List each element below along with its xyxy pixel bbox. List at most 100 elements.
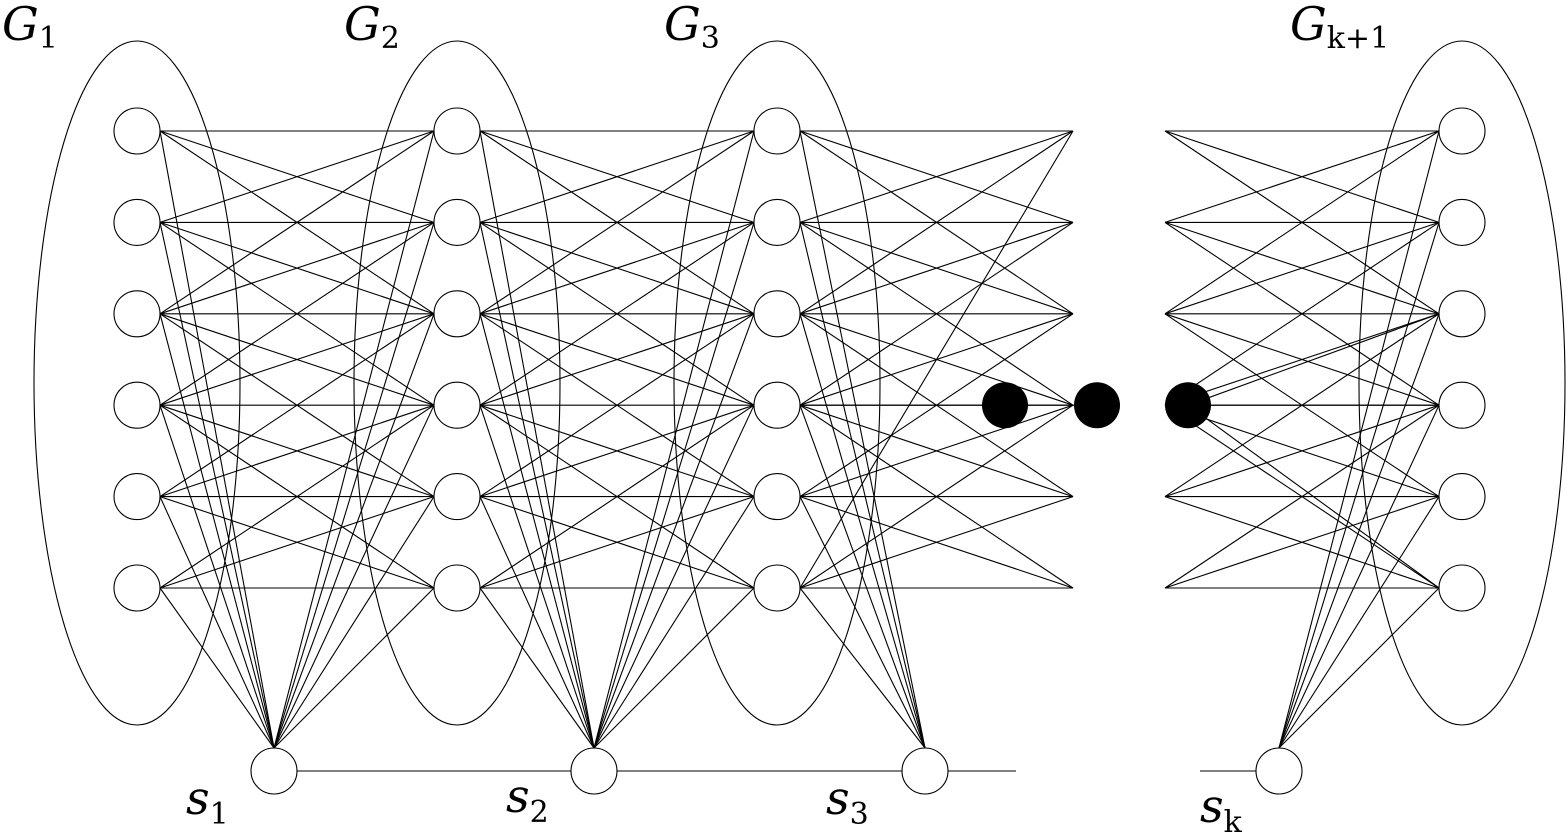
edge-gap-gk — [1164, 130, 1440, 315]
graph-nodes — [113, 107, 1486, 795]
separator-node-2 — [570, 747, 618, 795]
group-1-node — [113, 290, 161, 338]
edge-gap-gk — [1164, 130, 1440, 223]
edge-separator-2 — [479, 130, 595, 749]
edge-gap-gk — [1164, 313, 1440, 406]
edge-g3-gap — [799, 130, 1074, 223]
edge-gap-gk — [1164, 221, 1440, 315]
edge-g1-g2 — [159, 496, 435, 589]
edge-separator-2 — [479, 587, 595, 749]
group-ellipse-1 — [33, 40, 241, 726]
edge-separator-1 — [273, 496, 435, 749]
group-1-node — [113, 198, 161, 246]
edge-g2-g3 — [479, 404, 755, 498]
group-1-node — [113, 564, 161, 612]
group-3-node — [753, 473, 801, 521]
edge-g3-gap — [799, 404, 1074, 498]
edge-g1-g2 — [159, 221, 435, 315]
edge-g2-g3 — [479, 221, 755, 406]
edge-separator-1 — [273, 587, 435, 749]
edge-separator-3 — [799, 222, 926, 749]
group-ellipse-3 — [673, 40, 881, 726]
edge-g3-gap — [799, 130, 1074, 315]
group-ellipse-4 — [1358, 40, 1566, 726]
separator-node-4 — [1255, 747, 1303, 795]
edge-g2-g3 — [479, 221, 755, 315]
edge-separator-3 — [799, 496, 926, 749]
group-3-node — [753, 564, 801, 612]
ellipsis-dots — [982, 382, 1211, 429]
edge-separator-1 — [273, 222, 435, 749]
edge-separator-4 — [1278, 404, 1440, 749]
group-3-node — [753, 290, 801, 338]
edge-g2-g3 — [479, 313, 755, 498]
group-4-node — [1438, 107, 1486, 155]
separator-label-1: s1 — [186, 771, 229, 832]
edge-g2-g3 — [479, 496, 755, 589]
edge-g3-gap — [799, 221, 1074, 315]
edge-g2-g3 — [479, 313, 755, 406]
group-label-1: G1 — [2, 0, 58, 56]
ellipsis-dot — [1165, 382, 1211, 429]
group-2-node — [433, 107, 481, 155]
edge-g3-gap — [799, 496, 1074, 589]
edge-separator-2 — [479, 222, 595, 749]
separator-label-3: s3 — [826, 771, 869, 832]
edge-separator-1 — [159, 496, 275, 749]
edge-separator-1 — [273, 313, 435, 749]
edge-gap-gk — [1164, 496, 1440, 589]
ellipsis-dot — [1074, 382, 1120, 429]
edge-separator-3 — [799, 405, 926, 749]
group-2-node — [433, 564, 481, 612]
edge-g1-g2 — [159, 404, 435, 589]
edge-separator-2 — [593, 130, 755, 749]
separator-node-1 — [250, 747, 298, 795]
edge-g1-g2 — [159, 313, 435, 498]
edge-separator-4 — [1278, 496, 1440, 749]
ellipsis-dot — [982, 382, 1028, 429]
edge-separator-4 — [1278, 222, 1440, 749]
edge-ellipsis-row — [1187, 313, 1440, 406]
group-2-node — [433, 198, 481, 246]
group-4-node — [1438, 473, 1486, 521]
edge-separator-1 — [273, 130, 435, 749]
edge-g2-g3 — [479, 130, 755, 223]
edge-separator-1 — [159, 313, 275, 749]
edge-separator-3 — [799, 313, 926, 749]
group-4-node — [1438, 564, 1486, 612]
edge-gap-gk — [1164, 221, 1440, 406]
edge-separator-1 — [273, 404, 435, 749]
edge-ellipsis-row — [1187, 404, 1440, 589]
group-2-node — [433, 381, 481, 429]
edge-g1-g2 — [159, 130, 435, 315]
edge-separator-2 — [479, 405, 595, 749]
edge-g3-gap — [799, 404, 1074, 589]
group-ellipse-2 — [353, 40, 561, 726]
edge-g3-gap — [799, 130, 1074, 589]
edge-separator-3 — [799, 587, 926, 749]
edge-separator-1 — [159, 130, 275, 749]
group-1-node — [113, 381, 161, 429]
edge-separator-2 — [593, 496, 755, 749]
edge-separator-4 — [1278, 587, 1440, 749]
edge-separator-2 — [593, 313, 755, 749]
edge-g3-gap — [799, 221, 1074, 406]
edge-separator-1 — [159, 405, 275, 749]
edge-separator-2 — [479, 313, 595, 749]
edge-g1-g2 — [159, 221, 435, 406]
separator-node-3 — [901, 747, 949, 795]
group-3-node — [753, 198, 801, 246]
edge-separator-1 — [159, 222, 275, 749]
group-4-node — [1438, 290, 1486, 338]
group-4-node — [1438, 198, 1486, 246]
graph-edges — [159, 130, 1440, 772]
edge-separator-4 — [1278, 313, 1440, 749]
separator-label-2: s2 — [506, 769, 549, 830]
edge-separator-3 — [799, 130, 926, 749]
group-2-node — [433, 473, 481, 521]
edge-g1-g2 — [159, 130, 435, 223]
group-4-node — [1438, 381, 1486, 429]
edge-gap-gk — [1164, 404, 1440, 589]
edge-separator-2 — [479, 496, 595, 749]
